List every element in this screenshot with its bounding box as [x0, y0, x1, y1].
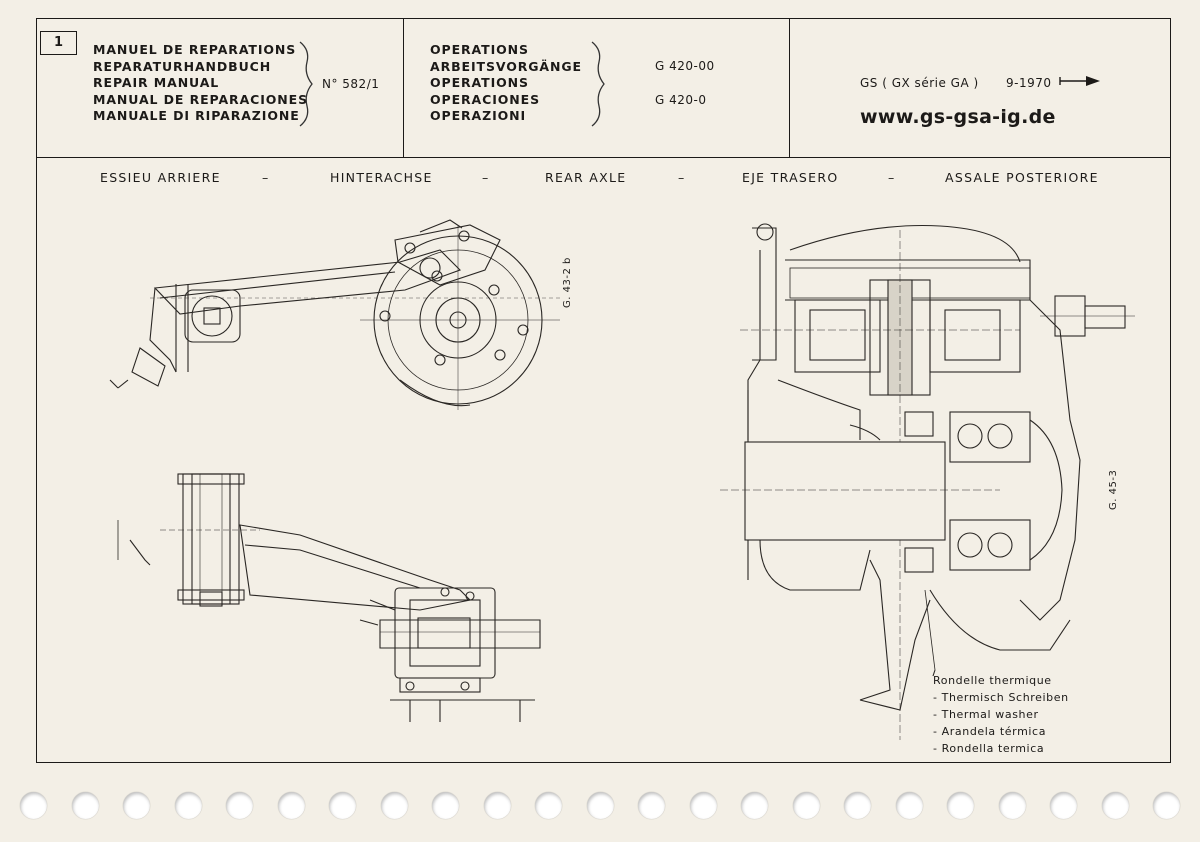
- washer-label-it: - Rondella termica: [933, 742, 1045, 755]
- operation-code-1: G 420-00: [655, 59, 715, 73]
- model-label: GS ( GX série GA ): [860, 76, 979, 90]
- operations-de: ARBEITSVORGÄNGE: [430, 58, 582, 74]
- header-col-divider-1: [403, 18, 404, 158]
- operations-it: OPERAZIONI: [430, 108, 527, 123]
- washer-label-de: - Thermisch Schreiben: [933, 691, 1069, 704]
- binder-hole: [792, 792, 820, 819]
- washer-label-es: - Arandela térmica: [933, 725, 1047, 738]
- operations-title-stack: OPERATIONS ARBEITSVORGÄNGE OPERATIONS OP…: [430, 42, 582, 125]
- header-col-divider-2: [789, 18, 790, 158]
- binder-hole: [432, 792, 459, 819]
- binder-hole: [947, 792, 974, 819]
- manual-title-stack: MANUEL DE REPARATIONS REPARATURHANDBUCH …: [93, 42, 308, 125]
- title-separator: –: [888, 170, 895, 185]
- manual-title-it: MANUALE DI RIPARAZIONE: [93, 108, 300, 123]
- axle-arm-top-view: [117, 473, 541, 722]
- binder-hole: [895, 792, 923, 819]
- binder-hole: [689, 792, 717, 819]
- axle-arm-side-view: [109, 219, 560, 410]
- binder-hole: [741, 792, 768, 819]
- operations-fr: OPERATIONS: [430, 42, 529, 57]
- thermal-washer-labels: Rondelle thermique - Thermisch Schreiben…: [933, 672, 1069, 757]
- section-title-en: REAR AXLE: [545, 170, 627, 185]
- title-separator: –: [678, 170, 685, 185]
- page-number: 1: [40, 31, 77, 55]
- binder-hole: [535, 792, 562, 819]
- manual-title-fr: MANUEL DE REPARATIONS: [93, 42, 297, 57]
- binder-hole: [998, 792, 1026, 819]
- page-frame: [36, 18, 1171, 763]
- binder-hole: [123, 792, 150, 819]
- binder-hole: [483, 792, 511, 819]
- binder-hole: [277, 792, 305, 819]
- binder-hole: [329, 792, 356, 819]
- binder-hole: [174, 792, 202, 819]
- binder-hole: [1101, 792, 1129, 819]
- date-label: 9-1970: [1006, 76, 1052, 90]
- manual-title-de: REPARATURHANDBUCH: [93, 58, 272, 74]
- website-url: www.gs-gsa-ig.de: [860, 106, 1056, 128]
- binder-hole: [586, 792, 614, 819]
- binder-hole: [71, 792, 99, 819]
- title-separator: –: [482, 170, 489, 185]
- manual-title-en: REPAIR MANUAL: [93, 75, 220, 90]
- binder-hole: [226, 792, 253, 819]
- title-separator: –: [262, 170, 269, 185]
- operations-en: OPERATIONS: [430, 75, 529, 90]
- washer-label-en: - Thermal washer: [933, 708, 1039, 721]
- manual-title-es: MANUAL DE REPARACIONES: [93, 91, 309, 107]
- binder-hole: [1153, 792, 1180, 819]
- manual-number: N° 582/1: [322, 77, 380, 91]
- binder-hole: [638, 792, 665, 819]
- section-title-fr: ESSIEU ARRIERE: [100, 170, 221, 185]
- binder-hole: [844, 792, 871, 819]
- operations-es: OPERACIONES: [430, 91, 540, 107]
- hub-cross-section: [720, 223, 1135, 740]
- header-divider: [36, 157, 1171, 158]
- binder-hole: [20, 792, 47, 819]
- operation-code-2: G 420-0: [655, 93, 707, 107]
- section-title-de: HINTERACHSE: [330, 170, 433, 185]
- section-title-it: ASSALE POSTERIORE: [945, 170, 1099, 185]
- binder-hole: [380, 792, 408, 819]
- binder-holes: [0, 792, 1200, 828]
- section-title-es: EJE TRASERO: [742, 170, 839, 185]
- washer-label-fr: Rondelle thermique: [933, 674, 1052, 687]
- binder-hole: [1050, 792, 1077, 819]
